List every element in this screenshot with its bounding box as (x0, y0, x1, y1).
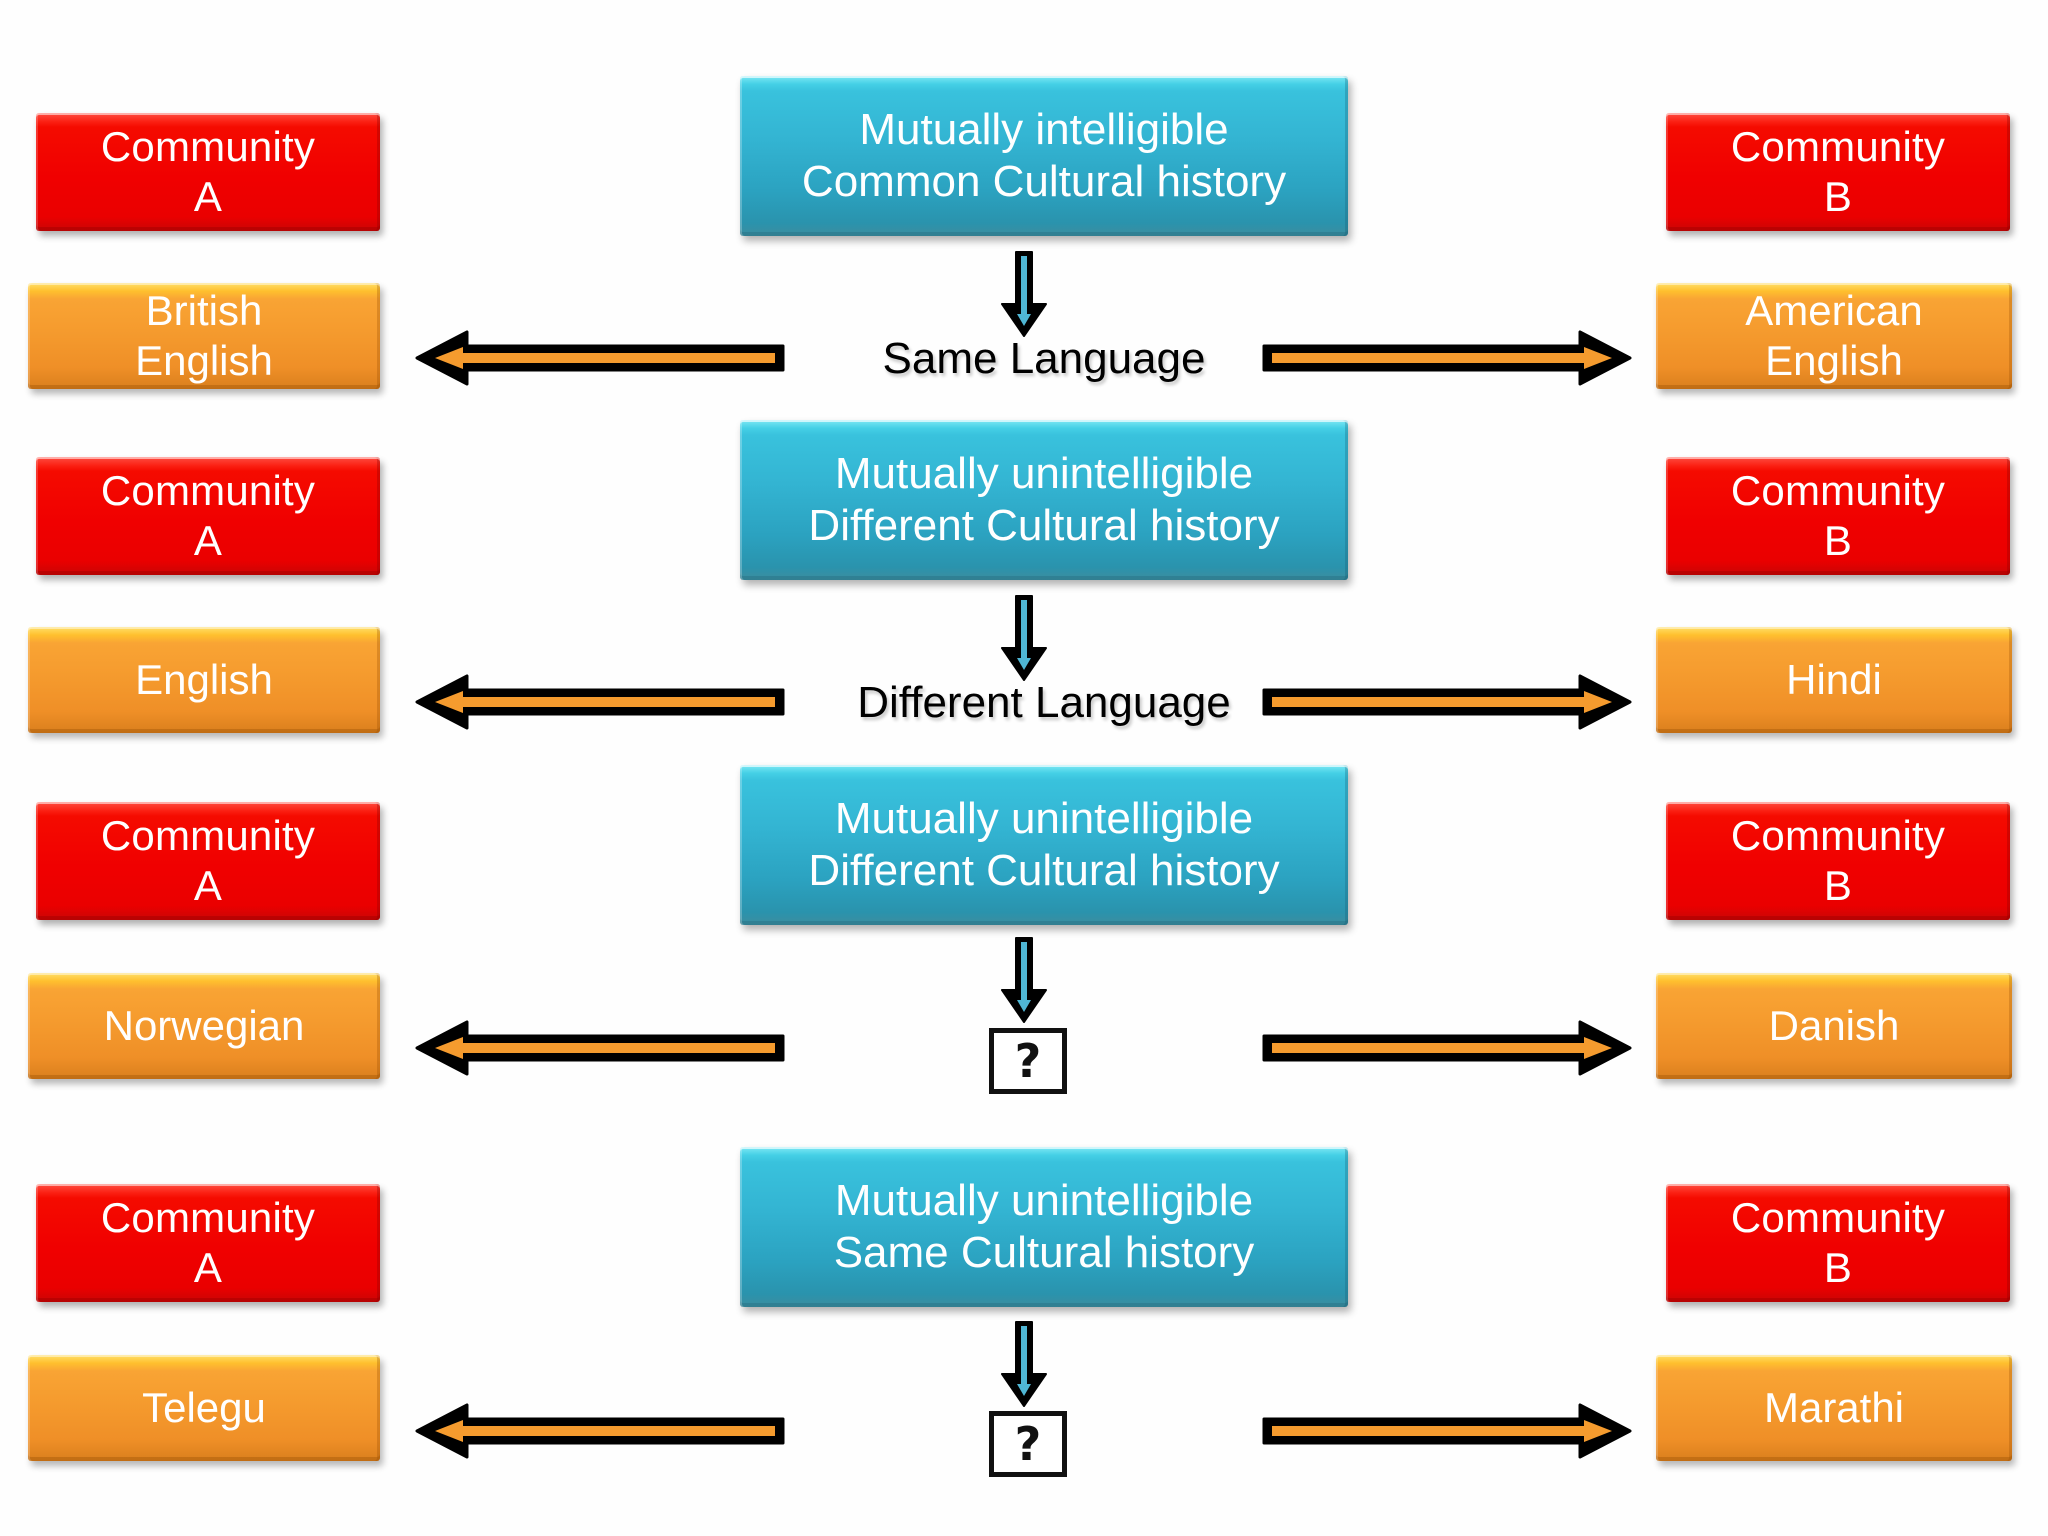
down-arrow-icon-row-4 (1001, 1321, 1047, 1408)
language-label-line2: English (1765, 337, 1903, 384)
condition-label-line2: Different Cultural history (808, 501, 1280, 550)
condition-label-line1: Mutually intelligible (859, 105, 1229, 155)
community-label-line1: Community (1730, 123, 1946, 171)
down-arrow-icon-row-2 (1001, 595, 1047, 682)
community-box-right-row-4: Community B (1666, 1184, 2010, 1302)
language-box-right-row-3: Danish (1656, 973, 2012, 1079)
language-label-line1: British (145, 287, 263, 335)
right-arrow-icon-row-3 (1262, 1020, 1632, 1076)
language-label-line1: Norwegian (103, 1002, 305, 1050)
language-label-line1: Telegu (142, 1384, 266, 1432)
community-label-line1: Community (1730, 1194, 1946, 1242)
left-arrow-icon-row-1 (415, 330, 785, 386)
down-arrow-icon-row-1 (1001, 251, 1047, 338)
community-box-left-row-4: Community A (36, 1184, 380, 1302)
condition-label-line2: Different Cultural history (808, 846, 1280, 895)
condition-box-row-1: Mutually intelligible Common Cultural hi… (740, 76, 1348, 236)
language-label-line1: Marathi (1763, 1384, 1905, 1432)
language-label-line1: Danish (1768, 1002, 1900, 1050)
condition-label-line1: Mutually unintelligible (834, 794, 1254, 844)
left-arrow-icon-row-3 (415, 1020, 785, 1076)
language-box-left-row-1: British English (28, 283, 380, 389)
condition-label-line1: Mutually unintelligible (834, 1176, 1254, 1226)
community-label-line1: Community (100, 467, 316, 515)
community-label-line2: B (1823, 517, 1853, 564)
language-box-right-row-1: American English (1656, 283, 2012, 389)
language-label-line1: Hindi (1786, 656, 1882, 704)
community-label-line1: Community (1730, 467, 1946, 515)
condition-label-line2: Common Cultural history (801, 157, 1287, 206)
language-label-line1: English (135, 656, 273, 704)
community-label-line2: B (1823, 173, 1853, 220)
condition-box-row-3: Mutually unintelligible Different Cultur… (740, 765, 1348, 925)
left-arrow-icon-row-4 (415, 1403, 785, 1459)
question-mark-label: ? (1014, 1417, 1042, 1471)
community-box-right-row-1: Community B (1666, 113, 2010, 231)
community-label-line2: A (193, 517, 223, 564)
right-arrow-icon-row-1 (1262, 330, 1632, 386)
left-arrow-icon-row-2 (415, 674, 785, 730)
community-label-line1: Community (1730, 812, 1946, 860)
outcome-label-row-2: Different Language (857, 678, 1231, 727)
condition-box-row-2: Mutually unintelligible Different Cultur… (740, 420, 1348, 580)
community-label-line2: B (1823, 862, 1853, 909)
language-box-left-row-3: Norwegian (28, 973, 380, 1079)
right-arrow-icon-row-4 (1262, 1403, 1632, 1459)
community-box-left-row-3: Community A (36, 802, 380, 920)
community-box-right-row-3: Community B (1666, 802, 2010, 920)
community-label-line1: Community (100, 1194, 316, 1242)
community-box-left-row-2: Community A (36, 457, 380, 575)
right-arrow-icon-row-2 (1262, 674, 1632, 730)
community-label-line2: A (193, 862, 223, 909)
community-label-line2: A (193, 1244, 223, 1291)
question-box-row-4: ? (989, 1411, 1067, 1477)
down-arrow-icon-row-3 (1001, 937, 1047, 1024)
question-mark-label: ? (1014, 1034, 1042, 1088)
language-box-left-row-4: Telegu (28, 1355, 380, 1461)
question-box-row-3: ? (989, 1028, 1067, 1094)
language-label-line2: English (135, 337, 273, 384)
community-box-left-row-1: Community A (36, 113, 380, 231)
community-label-line2: B (1823, 1244, 1853, 1291)
community-label-line2: A (193, 173, 223, 220)
language-box-right-row-4: Marathi (1656, 1355, 2012, 1461)
language-label-line1: American (1745, 287, 1923, 335)
community-box-right-row-2: Community B (1666, 457, 2010, 575)
condition-box-row-4: Mutually unintelligible Same Cultural hi… (740, 1147, 1348, 1307)
condition-label-line1: Mutually unintelligible (834, 449, 1254, 499)
language-box-left-row-2: English (28, 627, 380, 733)
outcome-label-row-1: Same Language (882, 334, 1206, 383)
language-box-right-row-2: Hindi (1656, 627, 2012, 733)
community-label-line1: Community (100, 812, 316, 860)
condition-label-line2: Same Cultural history (833, 1228, 1255, 1277)
community-label-line1: Community (100, 123, 316, 171)
